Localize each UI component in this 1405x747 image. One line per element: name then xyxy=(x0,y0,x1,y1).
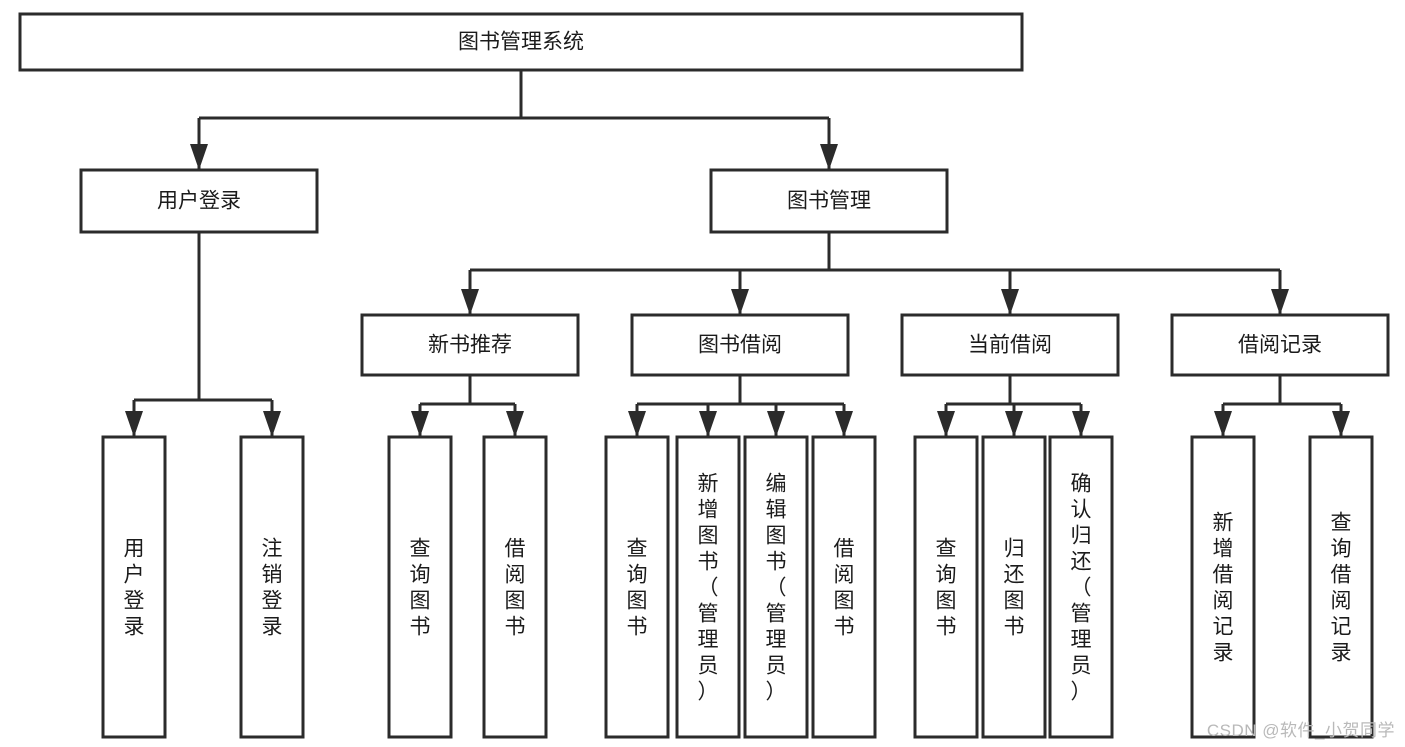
node-label: 注销登录 xyxy=(262,537,283,638)
node-level2[interactable]: 图书借阅 xyxy=(630,313,850,377)
node-box xyxy=(482,435,548,739)
node-box xyxy=(101,435,167,739)
node-box xyxy=(709,168,949,234)
arrow-head-icon xyxy=(1332,411,1350,437)
node-leaf[interactable]: 查询图书 xyxy=(913,435,979,739)
arrow-head-icon xyxy=(190,144,208,170)
arrow-head-icon xyxy=(125,411,143,437)
node-label: 用户登录 xyxy=(157,190,241,213)
node-box xyxy=(913,435,979,739)
arrow-head-icon xyxy=(506,411,524,437)
node-box xyxy=(604,435,670,739)
node-box xyxy=(811,435,877,739)
node-leaf[interactable]: 编辑图书（管理员） xyxy=(743,435,809,739)
arrow-head-icon xyxy=(263,411,281,437)
node-label: 新增借阅记录 xyxy=(1213,511,1234,664)
node-leaf[interactable]: 查询图书 xyxy=(604,435,670,739)
node-label: 用户登录 xyxy=(124,537,145,638)
arrow-head-icon xyxy=(731,289,749,315)
node-label: 确认归还（管理员） xyxy=(1071,472,1092,703)
node-label: 当前借阅 xyxy=(968,334,1052,357)
node-label: 图书借阅 xyxy=(698,334,782,357)
node-leaf[interactable]: 新增借阅记录 xyxy=(1190,435,1256,739)
node-box xyxy=(1048,435,1114,739)
node-leaf[interactable]: 归还图书 xyxy=(981,435,1047,739)
node-box xyxy=(630,313,850,377)
arrow-head-icon xyxy=(1001,289,1019,315)
arrow-head-icon xyxy=(1214,411,1232,437)
node-label: 图书管理系统 xyxy=(458,31,584,54)
node-label: 借阅图书 xyxy=(505,537,526,638)
arrow-head-icon xyxy=(1005,411,1023,437)
arrow-head-icon xyxy=(937,411,955,437)
node-level1[interactable]: 用户登录 xyxy=(79,168,319,234)
node-leaf[interactable]: 查询图书 xyxy=(387,435,453,739)
node-level2[interactable]: 当前借阅 xyxy=(900,313,1120,377)
arrow-head-icon xyxy=(1072,411,1090,437)
node-label: 借阅记录 xyxy=(1238,334,1322,357)
node-box xyxy=(360,313,580,377)
node-leaf[interactable]: 用户登录 xyxy=(101,435,167,739)
node-box xyxy=(239,435,305,739)
node-label: 查询图书 xyxy=(410,537,431,638)
node-box xyxy=(1170,313,1390,377)
node-box xyxy=(1190,435,1256,739)
node-label: 新书推荐 xyxy=(428,334,512,357)
arrow-head-icon xyxy=(767,411,785,437)
node-label: 归还图书 xyxy=(1004,537,1025,638)
node-box xyxy=(387,435,453,739)
node-level2[interactable]: 新书推荐 xyxy=(360,313,580,377)
node-leaf[interactable]: 确认归还（管理员） xyxy=(1048,435,1114,739)
connectors-layer xyxy=(125,70,1350,437)
node-leaf[interactable]: 查询借阅记录 xyxy=(1308,435,1374,739)
node-leaf[interactable]: 借阅图书 xyxy=(482,435,548,739)
node-label: 新增图书（管理员） xyxy=(698,472,719,703)
nodes-layer: 图书管理系统用户登录图书管理新书推荐图书借阅当前借阅借阅记录用户登录注销登录查询… xyxy=(18,12,1390,739)
arrow-head-icon xyxy=(1271,289,1289,315)
node-label: 查询图书 xyxy=(627,537,648,638)
arrow-head-icon xyxy=(820,144,838,170)
node-leaf[interactable]: 注销登录 xyxy=(239,435,305,739)
arrow-head-icon xyxy=(628,411,646,437)
node-box xyxy=(18,12,1024,72)
arrow-head-icon xyxy=(835,411,853,437)
node-label: 查询借阅记录 xyxy=(1331,511,1352,664)
node-leaf[interactable]: 新增图书（管理员） xyxy=(675,435,741,739)
arrow-head-icon xyxy=(411,411,429,437)
node-label: 图书管理 xyxy=(787,190,871,213)
node-box xyxy=(675,435,741,739)
arrow-head-icon xyxy=(461,289,479,315)
node-box xyxy=(900,313,1120,377)
node-leaf[interactable]: 借阅图书 xyxy=(811,435,877,739)
node-level1[interactable]: 图书管理 xyxy=(709,168,949,234)
node-label: 查询图书 xyxy=(936,537,957,638)
arrow-head-icon xyxy=(699,411,717,437)
node-root[interactable]: 图书管理系统 xyxy=(18,12,1024,72)
node-box xyxy=(79,168,319,234)
node-label: 借阅图书 xyxy=(834,537,855,638)
node-label: 编辑图书（管理员） xyxy=(766,472,787,703)
node-box xyxy=(743,435,809,739)
node-box xyxy=(1308,435,1374,739)
node-level2[interactable]: 借阅记录 xyxy=(1170,313,1390,377)
node-box xyxy=(981,435,1047,739)
